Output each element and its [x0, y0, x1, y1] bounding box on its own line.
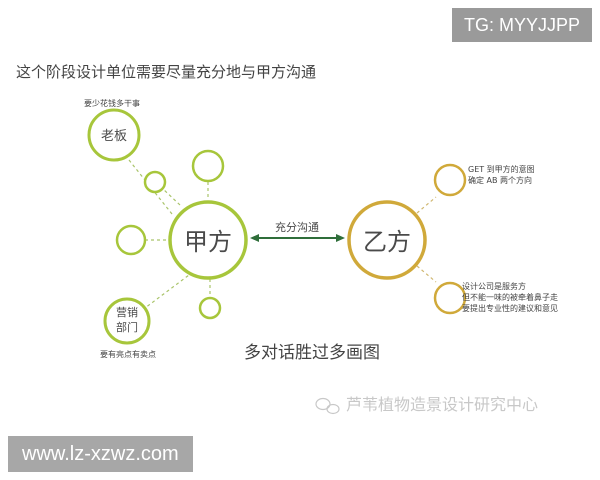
designer-note-2-line-3: 要提出专业性的建议和意见 [462, 303, 558, 313]
designer-satellite-top [433, 163, 467, 197]
marketing-node [103, 297, 151, 345]
page-heading: 这个阶段设计单位需要尽量充分地与甲方沟通 [16, 63, 317, 81]
watermark-logo-icon [315, 397, 340, 415]
satellite-node-bottom [198, 296, 222, 320]
marketing-note: 要有亮点有卖点 [100, 349, 156, 359]
boss-node [87, 108, 141, 162]
satellite-node-top [191, 149, 225, 183]
designer-note-1-line-2: 确定 AB 两个方向 [468, 175, 532, 185]
marketing-node-label-2: 部门 [116, 320, 138, 334]
marketing-node-label-1: 营销 [116, 305, 138, 319]
arrow-head-left [250, 234, 259, 242]
connector-small-top-left [161, 187, 181, 206]
communication-label: 充分沟通 [275, 220, 319, 234]
arrow-head-right [336, 234, 345, 242]
client-node [168, 200, 248, 280]
designer-note-2-line-1: 设计公司是服务方 [462, 281, 526, 291]
satellite-node-top-left [143, 170, 167, 194]
website-url[interactable]: www.lz-xzwz.com [8, 436, 193, 472]
satellite-node-left [115, 224, 147, 256]
connector-marketing [144, 271, 194, 309]
boss-node-label: 老板 [101, 129, 127, 144]
boss-note: 要少花钱多干事 [84, 98, 140, 108]
connector-designer-note-2 [416, 265, 437, 283]
designer-satellite-bottom [433, 281, 467, 315]
connector-designer-note-1 [416, 196, 437, 214]
watermark-text: 芦苇植物造景设计研究中心 [346, 395, 538, 414]
diagram-caption: 多对话胜过多画图 [244, 343, 380, 363]
client-node-label: 甲方 [184, 228, 232, 256]
designer-node [347, 200, 427, 280]
designer-node-label: 乙方 [363, 228, 411, 256]
tg-badge: TG: MYYJJPP [451, 8, 592, 42]
designer-note-1-line-1: GET 到甲方的意图 [468, 164, 535, 174]
designer-note-2-line-2: 但不能一味的被牵着鼻子走 [462, 292, 558, 302]
